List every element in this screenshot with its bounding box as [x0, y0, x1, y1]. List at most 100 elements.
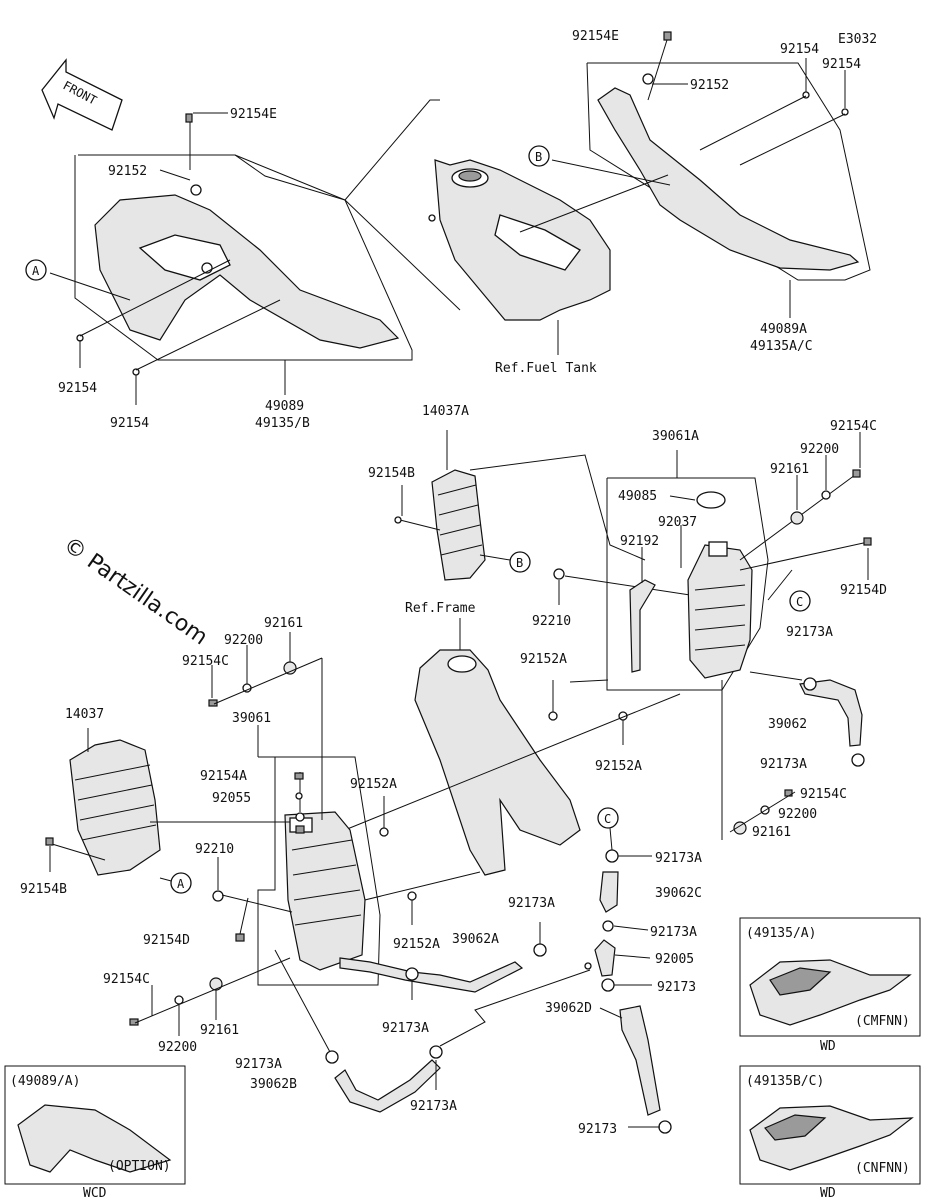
hose-39062B: [274, 949, 591, 1113]
frame: [414, 618, 609, 876]
inset-49135BC: (49135B/C) (CNFNN) WD: [739, 1065, 921, 1200]
callout-c-lower: [597, 807, 619, 829]
label-92200-b: 92200: [158, 1040, 197, 1055]
hose-39062: [749, 671, 865, 767]
label-92200-top: 92200: [800, 442, 839, 457]
label-49085: 49085: [618, 489, 657, 504]
inset-49135BC-market: WD: [820, 1186, 836, 1200]
label-92173A-r1: 92173A: [786, 625, 833, 640]
front-arrow-icon: FRONT: [41, 58, 123, 131]
right-shroud-group: [519, 31, 871, 318]
label-92161-r: 92161: [752, 825, 791, 840]
callout-a-top-label: A: [32, 264, 40, 278]
diagram-code: E3032: [838, 32, 877, 47]
callout-a-bottom: [170, 872, 192, 894]
label-92173-c: 92173: [657, 980, 696, 995]
watermark: © Partzilla.com: [59, 532, 212, 650]
label-92161-l: 92161: [264, 616, 303, 631]
label-92173-d: 92173: [578, 1122, 617, 1137]
label-92210-l: 92210: [195, 842, 234, 857]
right-upper-bolt-set: [739, 432, 872, 580]
label-ref-fuel-tank: Ref.Fuel Tank: [495, 361, 597, 376]
hose-39062C: [599, 827, 652, 932]
callout-b-top: [528, 145, 550, 167]
label-92173A-m: 92173A: [382, 1021, 429, 1036]
inset-49135A-note: (CMFNN): [855, 1014, 910, 1029]
label-14037: 14037: [65, 707, 104, 722]
hose-39062A: [339, 922, 547, 1000]
label-92173A-m2: 92173A: [508, 896, 555, 911]
label-92210-top: 92210: [532, 614, 571, 629]
radiator-shroud-right: [394, 430, 646, 581]
overflow-hose: [629, 579, 656, 673]
inset-49089A: (49089/A) (OPTION) WCD: [4, 1065, 186, 1200]
inset-49135A-code: (49135/A): [746, 926, 816, 941]
callout-b-mid: [509, 551, 531, 573]
frame-washers: [329, 680, 681, 925]
label-92152-left: 92152: [108, 164, 147, 179]
label-92055: 92055: [212, 791, 251, 806]
label-92173A-r2: 92173A: [760, 757, 807, 772]
label-92152-right: 92152: [690, 78, 729, 93]
label-92154-right2: 92154: [822, 57, 861, 72]
label-92154D-l: 92154D: [143, 933, 190, 948]
inset-49135A-market: WD: [820, 1039, 836, 1054]
callout-b-top-label: B: [535, 150, 542, 164]
right-lower-bolt-set: [729, 789, 796, 835]
label-92154D-right: 92154D: [840, 583, 887, 598]
left-upper-bolt-set: [208, 632, 323, 820]
inset-49089A-code: (49089/A): [10, 1074, 80, 1089]
label-92154E-right: 92154E: [572, 29, 619, 44]
left-shroud: [94, 194, 400, 349]
label-ref-frame: Ref.Frame: [405, 601, 476, 616]
label-92037: 92037: [658, 515, 697, 530]
label-92200-r: 92200: [778, 807, 817, 822]
label-92154-left1: 92154: [58, 381, 97, 396]
label-92152A-1: 92152A: [520, 652, 567, 667]
label-49135B: 49135/B: [255, 416, 310, 431]
label-92154C-top: 92154C: [830, 419, 877, 434]
label-39062B: 39062B: [250, 1077, 297, 1092]
y-joint-92005: [584, 939, 652, 992]
label-92161-top: 92161: [770, 462, 809, 477]
callout-a-top: [25, 259, 47, 281]
inset-49135A: (49135/A) (CMFNN) WD: [739, 917, 921, 1054]
inset-49135BC-note: (CNFNN): [855, 1161, 910, 1176]
radiator-right: [606, 450, 769, 840]
label-92154-right1: 92154: [780, 42, 819, 57]
fuel-tank: [234, 99, 611, 355]
label-92154A: 92154A: [200, 769, 247, 784]
label-92154E-left: 92154E: [230, 107, 277, 122]
hose-39062D: [599, 1005, 672, 1134]
label-92152A-4: 92152A: [393, 937, 440, 952]
right-shroud: [597, 87, 860, 271]
label-92152A-2: 92152A: [595, 759, 642, 774]
radiator-shroud-left: [45, 728, 290, 883]
grommet-icon: [190, 184, 202, 196]
label-92154-left2: 92154: [110, 416, 149, 431]
label-39061A: 39061A: [652, 429, 699, 444]
label-39061: 39061: [232, 711, 271, 726]
label-49135AC: 49135A/C: [750, 339, 813, 354]
callout-c-right-label: C: [796, 595, 803, 609]
label-39062C: 39062C: [655, 886, 702, 901]
label-92161-b: 92161: [200, 1023, 239, 1038]
label-92154B-top: 92154B: [368, 466, 415, 481]
left-lower-bolt-set: [129, 957, 291, 1036]
callout-c-lower-label: C: [604, 812, 611, 826]
inset-49089A-market: WCD: [83, 1186, 107, 1200]
label-92192: 92192: [620, 534, 659, 549]
label-92173A-c1: 92173A: [655, 851, 702, 866]
label-39062: 39062: [768, 717, 807, 732]
label-92154C-b: 92154C: [103, 972, 150, 987]
left-shroud-group: [49, 112, 413, 405]
callout-a-bottom-label: A: [177, 877, 185, 891]
label-92152A-3: 92152A: [350, 777, 397, 792]
inset-49089A-note: (OPTION): [108, 1159, 171, 1174]
label-49089A: 49089A: [760, 322, 807, 337]
label-92200-l: 92200: [224, 633, 263, 648]
callout-c-right: [789, 590, 811, 612]
label-92154C-l: 92154C: [182, 654, 229, 669]
label-92005: 92005: [655, 952, 694, 967]
